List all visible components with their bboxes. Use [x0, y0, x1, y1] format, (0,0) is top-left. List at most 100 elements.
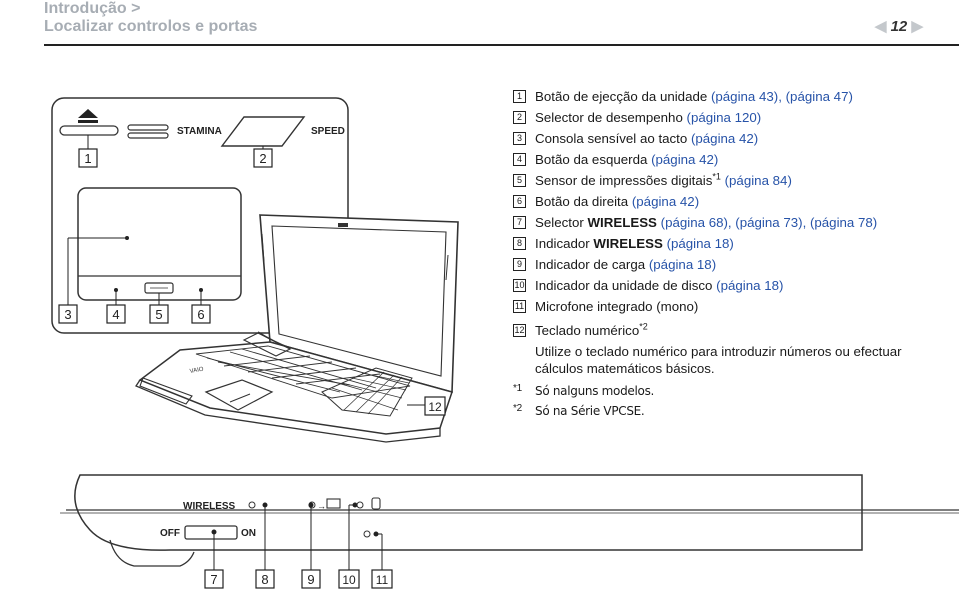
- side-view-panel: WIRELESS → OFF ON: [60, 474, 959, 567]
- svg-text:3: 3: [64, 307, 71, 322]
- footnote-1: *1 Só nalguns modelos.: [513, 381, 953, 401]
- legend-number: 6: [513, 195, 526, 208]
- legend-item-1: 1 Botão de ejecção da unidade (página 43…: [513, 86, 953, 107]
- svg-text:12: 12: [428, 400, 442, 414]
- page-navigation: ◀ 12 ▶: [875, 17, 923, 35]
- touchpad-detail: 3 4 5 6: [58, 187, 242, 324]
- legend-number: 8: [513, 237, 526, 250]
- callout-7: 7: [204, 569, 224, 589]
- legend-item-5: 5 Sensor de impressões digitais*1 (págin…: [513, 170, 953, 191]
- legend-item-11: 11 Microfone integrado (mono): [513, 296, 953, 317]
- page-link[interactable]: (página 42): [631, 194, 700, 209]
- legend-item-10: 10 Indicador da unidade de disco (página…: [513, 275, 953, 296]
- svg-text:6: 6: [197, 307, 204, 322]
- legend-number: 12: [513, 324, 526, 337]
- callout-12: 12: [424, 396, 446, 416]
- breadcrumb-current: Localizar controlos e portas: [44, 18, 258, 35]
- page-link[interactable]: (página 84): [724, 173, 792, 188]
- callout-2: 2: [253, 148, 273, 168]
- page-link[interactable]: (página 18): [648, 257, 717, 272]
- callout-10: 10: [338, 569, 360, 589]
- legend-number: 11: [513, 300, 526, 313]
- legend-text: Selector de desempenho: [535, 110, 683, 125]
- legend-number: 4: [513, 153, 526, 166]
- svg-text:10: 10: [342, 573, 356, 587]
- legend-text: Indicador de carga: [535, 257, 646, 272]
- legend-item-4: 4 Botão da esquerda (página 42): [513, 149, 953, 170]
- legend-number: 1: [513, 90, 526, 103]
- callout-1: 1: [78, 148, 98, 168]
- legend-number: 5: [513, 174, 526, 187]
- keypad-note: Utilize o teclado numérico para introduz…: [535, 344, 902, 376]
- legend-number: 9: [513, 258, 526, 271]
- legend-text: Sensor de impressões digitais: [535, 173, 713, 188]
- footnote-mark: *1: [513, 383, 522, 394]
- callout-5: 5: [149, 304, 169, 324]
- legend-item-12: 12 Teclado numérico*2: [513, 320, 953, 341]
- legend-text: Botão da esquerda: [535, 152, 648, 167]
- svg-text:2: 2: [259, 151, 266, 166]
- footnote-text: Só na Série VPCSE.: [535, 404, 645, 418]
- eject-icon: [78, 109, 98, 118]
- speed-label: SPEED: [311, 126, 345, 137]
- wireless-label: WIRELESS: [183, 501, 236, 512]
- legend-text-bold: WIRELESS: [587, 215, 657, 230]
- laptop-illustration: VAIO: [135, 214, 459, 443]
- svg-text:1: 1: [84, 151, 91, 166]
- svg-text:7: 7: [210, 572, 217, 587]
- callout-4: 4: [106, 304, 126, 324]
- legend-item-3: 3 Consola sensível ao tacto (página 42): [513, 128, 953, 149]
- legend-text: Botão da direita: [535, 194, 629, 209]
- legend-item-2: 2 Selector de desempenho (página 120): [513, 107, 953, 128]
- legend-text: Indicador: [535, 236, 594, 251]
- callout-9: 9: [301, 569, 321, 589]
- legend-item-6: 6 Botão da direita (página 42): [513, 191, 953, 212]
- svg-text:5: 5: [155, 307, 162, 322]
- legend-number: 7: [513, 216, 526, 229]
- previous-page-arrow-icon[interactable]: ◀: [874, 18, 887, 35]
- legend-item-7: 7 Selector WIRELESS (página 68), (página…: [513, 212, 953, 233]
- callout-11: 11: [371, 569, 393, 589]
- off-label: OFF: [160, 528, 180, 539]
- callout-8: 8: [255, 569, 275, 589]
- footnote-2: *2 Só na Série VPCSE.: [513, 401, 953, 421]
- legend-number: 10: [513, 279, 526, 292]
- svg-text:VAIO: VAIO: [189, 367, 204, 375]
- next-page-arrow-icon[interactable]: ▶: [911, 18, 923, 35]
- component-legend: 1 Botão de ejecção da unidade (página 43…: [513, 86, 953, 421]
- svg-text:8: 8: [261, 572, 268, 587]
- footnote-mark: *2: [513, 403, 522, 414]
- legend-text: Microfone integrado (mono): [535, 299, 699, 314]
- top-buttons-panel: STAMINA SPEED 1 2: [51, 97, 349, 334]
- legend-text: Teclado numérico: [535, 323, 640, 338]
- breadcrumb-parent[interactable]: Introdução >: [44, 0, 141, 17]
- page-link[interactable]: (página 120): [686, 110, 762, 125]
- page-header: Introdução > Localizar controlos e porta…: [0, 0, 959, 46]
- legend-item-8: 8 Indicador WIRELESS (página 18): [513, 233, 953, 254]
- page-link[interactable]: (página 43), (página 47): [710, 89, 853, 104]
- page-link[interactable]: (página 42): [690, 131, 759, 146]
- footnote-text: Só nalguns modelos.: [535, 384, 655, 398]
- footnote-ref: *2: [639, 321, 648, 332]
- side-callout-leaders: [211, 502, 383, 570]
- page-link[interactable]: (página 42): [651, 152, 719, 167]
- legend-text-bold: WIRELESS: [593, 236, 663, 251]
- callout-3: 3: [58, 304, 78, 324]
- svg-text:9: 9: [307, 572, 314, 587]
- page-number: 12: [890, 18, 908, 35]
- callout-6: 6: [191, 304, 211, 324]
- svg-text:11: 11: [376, 573, 389, 587]
- legend-text: Indicador da unidade de disco: [535, 278, 713, 293]
- header-divider: [44, 44, 959, 46]
- legend-item-9: 9 Indicador de carga (página 18): [513, 254, 953, 275]
- page-link[interactable]: (página 18): [716, 278, 784, 293]
- legend-number: 2: [513, 111, 526, 124]
- page-link[interactable]: (página 18): [666, 236, 734, 251]
- legend-text: Botão de ejecção da unidade: [535, 89, 708, 104]
- legend-number: 3: [513, 132, 526, 145]
- on-label: ON: [241, 528, 256, 539]
- svg-text:→: →: [317, 501, 326, 511]
- svg-text:4: 4: [112, 307, 119, 322]
- page-link[interactable]: (página 68), (página 73), (página 78): [660, 215, 878, 230]
